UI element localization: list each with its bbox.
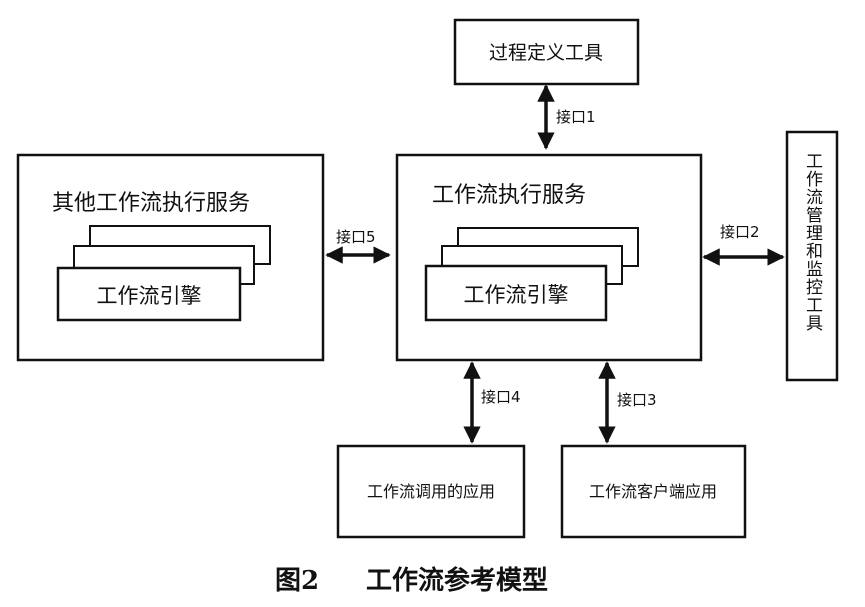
- interface-3-label: 接口3: [617, 391, 657, 409]
- client-applications-box: 工作流客户端应用: [560, 444, 747, 539]
- interface-4-label: 接口4: [481, 388, 521, 406]
- workflow-execution-service-box: 工作流执行服务 工作流引擎: [395, 153, 703, 362]
- interface-2-label: 接口2: [720, 223, 760, 241]
- management-monitoring-tool-label: 工作流管理和监控工具: [802, 152, 823, 332]
- interface-1-label: 接口1: [556, 108, 596, 126]
- workflow-engine-label: 工作流引擎: [464, 283, 569, 307]
- other-engine-stack-front: [56, 266, 242, 322]
- management-monitoring-tool-box: 工作流管理和监控工具: [785, 130, 839, 382]
- process-definition-tool-label: 过程定义工具: [489, 42, 603, 64]
- workflow-execution-service-title: 工作流执行服务: [432, 183, 586, 208]
- other-workflow-execution-service-box: 其他工作流执行服务 工作流引擎: [16, 153, 325, 362]
- other-workflow-execution-service-title: 其他工作流执行服务: [52, 191, 250, 216]
- invoked-applications-box: 工作流调用的应用: [336, 444, 526, 539]
- figure-title: 工作流参考模型: [366, 565, 548, 596]
- engine-stack-front: [424, 264, 608, 322]
- client-applications-label: 工作流客户端应用: [589, 482, 717, 501]
- figure-number: 图2: [275, 566, 319, 596]
- invoked-applications-label: 工作流调用的应用: [367, 482, 495, 501]
- process-definition-tool-box: 过程定义工具: [453, 18, 640, 86]
- interface-5-label: 接口5: [336, 228, 376, 246]
- other-workflow-engine-label: 工作流引擎: [97, 284, 202, 308]
